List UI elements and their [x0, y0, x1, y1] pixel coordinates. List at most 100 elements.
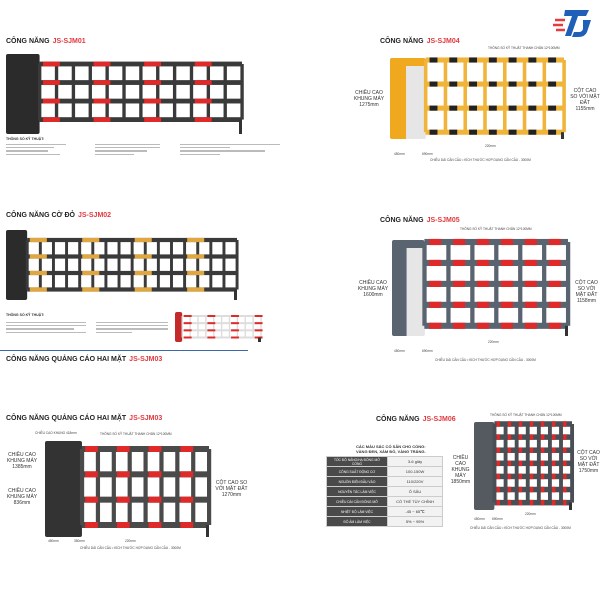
reflector: [563, 434, 567, 440]
gate-rail: [494, 434, 572, 440]
reflector: [469, 105, 478, 111]
spec-text: [180, 142, 280, 157]
reflector: [529, 499, 534, 506]
reflector: [85, 446, 98, 452]
gate-bar: [235, 240, 239, 290]
reflector: [429, 105, 438, 111]
reflector: [93, 117, 111, 122]
reflector: [29, 254, 47, 259]
gate-bar: [492, 424, 497, 503]
reflector: [488, 57, 497, 63]
gate-bar: [446, 242, 451, 326]
gate-bar: [104, 240, 108, 290]
reflector: [144, 98, 162, 104]
reflector: [508, 81, 517, 87]
gate-image-sjm05: [392, 234, 572, 336]
support-post: [561, 132, 564, 139]
reflector: [449, 81, 458, 87]
gate-bar: [522, 60, 527, 133]
width1-sjm04: 450mm: [394, 152, 405, 156]
reflector: [524, 280, 537, 287]
reflector: [429, 322, 442, 329]
spec-text: [6, 142, 66, 157]
gap-sjm04: 220mm: [485, 144, 496, 148]
width2-sjm05: 690mm: [422, 349, 433, 353]
reflector: [469, 57, 478, 63]
gate-bar: [244, 316, 246, 338]
reflector: [116, 522, 130, 528]
reflector: [518, 499, 523, 506]
gate-rail: [494, 421, 572, 427]
reflector: [453, 280, 466, 287]
reflector: [518, 473, 523, 480]
gate-bar: [470, 242, 475, 326]
reflector: [180, 496, 194, 503]
spec-value: Ô SÂU: [387, 486, 443, 497]
reflector: [116, 471, 130, 478]
brand-logo: [553, 6, 593, 40]
reflector: [507, 486, 512, 493]
reflector: [194, 61, 212, 67]
reflector: [552, 421, 556, 427]
reflector: [231, 315, 239, 317]
gate-image-sjm03: [45, 437, 213, 537]
reflector: [449, 129, 458, 135]
spec-value: 100-150W: [387, 466, 443, 477]
reflector: [134, 287, 152, 292]
support-post: [569, 502, 572, 510]
reflector: [42, 98, 60, 104]
divider: [0, 350, 248, 351]
gate-rail: [494, 447, 572, 453]
gate-bar: [117, 240, 121, 290]
gate-bar: [205, 316, 207, 338]
reflector: [488, 129, 497, 135]
reflector: [477, 238, 490, 246]
length-note-sjm03: CHIỀU DÀI CẦN CẦU • KÍCH THƯỚC HỢP DỤNG …: [80, 546, 181, 550]
gate-bar: [565, 242, 571, 326]
gate-bar: [542, 60, 547, 133]
reflector: [187, 237, 205, 243]
reflector: [82, 237, 100, 243]
gate-bar: [222, 240, 226, 290]
reflector: [548, 105, 557, 111]
gate-bar: [559, 424, 563, 503]
reflector: [548, 322, 561, 329]
reflector: [187, 287, 205, 292]
reflector: [488, 105, 497, 111]
reflector: [29, 287, 47, 292]
boom-spec-sjm03: THÔNG SỐ KỸ THUẬT THANH CHẮN 12*100MM: [100, 432, 172, 436]
reflector: [429, 238, 442, 246]
reflector: [507, 447, 512, 453]
gate-bar: [191, 449, 196, 525]
reflector: [42, 61, 60, 67]
reflector: [552, 473, 556, 480]
reflector: [449, 105, 458, 111]
gate-bar: [206, 64, 211, 120]
gate-bar: [483, 60, 487, 133]
reflector: [183, 315, 192, 317]
reflector: [548, 259, 561, 267]
gate-bar: [503, 424, 508, 503]
reflector: [524, 322, 537, 329]
spec-heading: THÔNG SỐ KỸ THUẬT:: [6, 137, 45, 141]
width2-sjm03: 350mm: [74, 539, 85, 543]
reflector: [552, 486, 556, 493]
reflector: [540, 460, 545, 467]
gate-bar: [78, 240, 82, 290]
gate-bar: [54, 64, 59, 120]
gate-bar: [156, 64, 160, 120]
gate-bar: [65, 240, 69, 290]
reflector: [82, 254, 100, 259]
reflector: [524, 301, 537, 308]
width2-sjm06: 690mm: [492, 517, 503, 521]
gate-bar: [130, 240, 134, 290]
reflector: [518, 421, 523, 427]
reflector: [496, 460, 500, 467]
reflector: [528, 129, 537, 135]
gate-bar: [536, 424, 541, 503]
